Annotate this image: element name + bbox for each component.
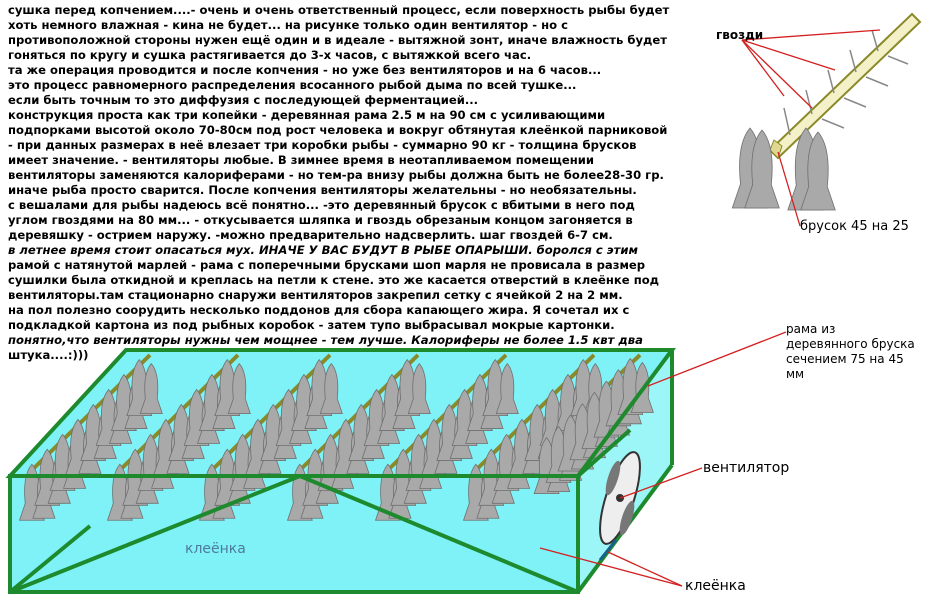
fish: [744, 129, 780, 209]
label-film-outside: клеёнка: [685, 578, 746, 594]
nail-bar-detail: [731, 12, 922, 211]
fish: [800, 131, 836, 211]
description-text: сушка перед копчением....- очень и очень…: [8, 3, 670, 362]
label-film-inside: клеёнка: [185, 541, 246, 557]
fish: [139, 362, 163, 414]
detail-fish: [731, 127, 836, 211]
leader-lines: [539, 29, 881, 587]
fish: [495, 362, 519, 414]
label-frame: рама из деревянного бруска сечением 75 н…: [786, 322, 915, 381]
fish: [319, 362, 343, 414]
film-seam: [598, 539, 618, 561]
label-bar-size: брусок 45 на 25: [800, 219, 909, 234]
fish: [227, 362, 251, 414]
label-nails: гвозди: [716, 28, 764, 42]
fish: [407, 362, 431, 414]
label-fan: вентилятор: [703, 460, 790, 476]
